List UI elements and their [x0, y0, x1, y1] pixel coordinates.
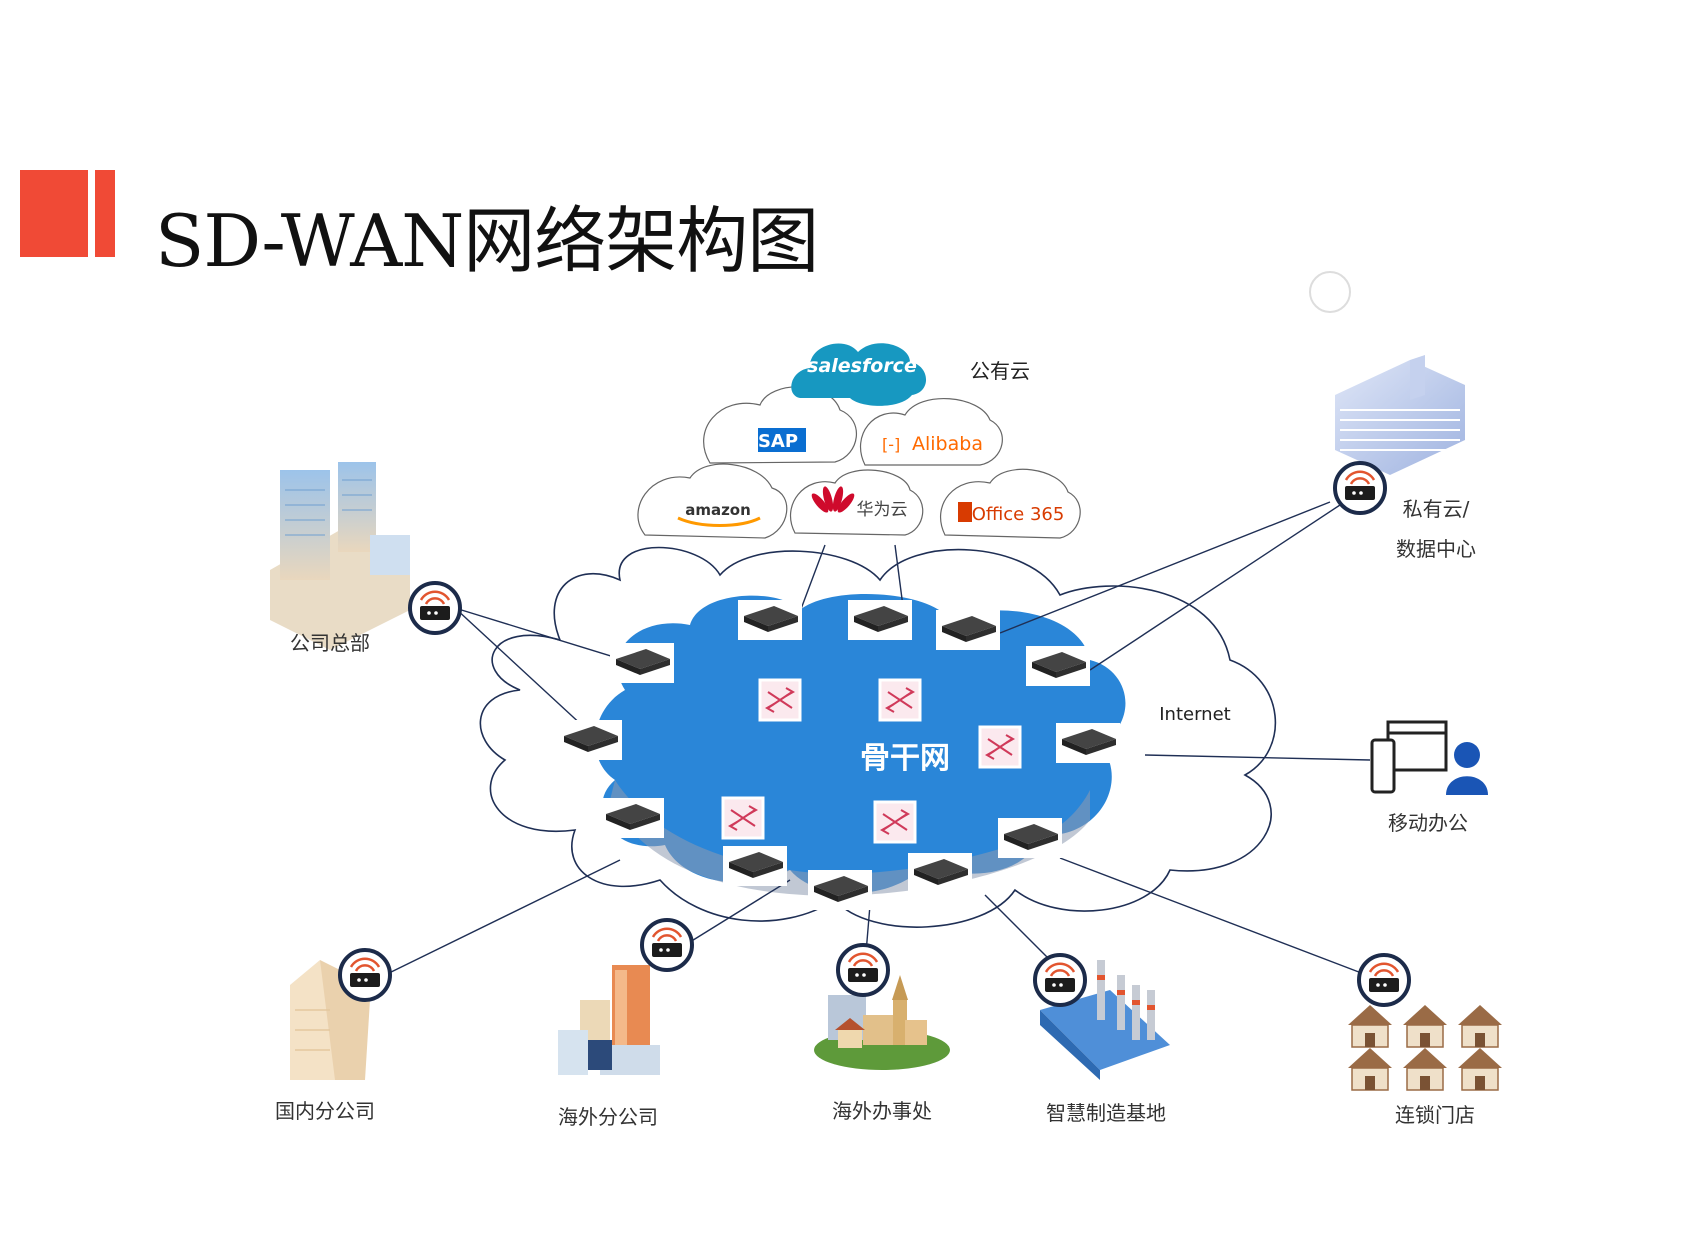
mobile-office-icon — [1370, 720, 1488, 795]
edge-router-icon — [808, 870, 872, 910]
factory-icon — [1040, 960, 1170, 1080]
headquarters-label: 公司总部 — [290, 631, 370, 655]
public-cloud-label: 公有云 — [970, 359, 1030, 383]
cpe-devices — [338, 461, 1411, 1007]
cpe-router-icon — [1033, 953, 1087, 1007]
edge-router-icon — [738, 600, 802, 640]
cpe-router-icon — [408, 581, 462, 635]
edge-router-icon — [610, 643, 674, 683]
edge-router-icon — [600, 798, 664, 838]
switch-icon — [978, 725, 1022, 769]
edge-router-icon — [1056, 723, 1120, 763]
domestic-branch-label: 国内分公司 — [275, 1099, 375, 1123]
edge-router-icon — [558, 720, 622, 760]
line-domestic — [384, 859, 621, 976]
public-cloud-group: salesforce SAP [-] Alibaba amazon 华为云 Of… — [637, 343, 1081, 539]
public-cloud-bubble-3 — [637, 463, 788, 539]
switch-icon — [758, 678, 802, 722]
office365-text: Office 365 — [972, 504, 1065, 525]
line-dc-router1 — [999, 501, 1331, 634]
overseas-branch-building-icon — [558, 965, 660, 1075]
mobile-office-label: 移动办公 — [1388, 811, 1468, 835]
smart-manufacturing-label: 智慧制造基地 — [1046, 1101, 1166, 1125]
edge-router-icon — [908, 853, 972, 893]
line-dc-router2 — [1089, 504, 1341, 671]
title-accent-block — [20, 170, 88, 257]
backbone-switches — [721, 678, 1022, 844]
cpe-router-icon — [1357, 953, 1411, 1007]
house-icon — [1348, 1005, 1392, 1048]
aws-smile-icon — [677, 516, 761, 527]
salesforce-text: salesforce — [807, 355, 917, 377]
alibaba-text: Alibaba — [912, 433, 983, 455]
house-icon — [1458, 1048, 1502, 1091]
house-icon — [1348, 1048, 1392, 1091]
user-icon — [1454, 742, 1480, 768]
huawei-icon — [811, 486, 855, 513]
line-hq-router — [454, 607, 641, 666]
headquarters-building-icon — [270, 462, 410, 650]
line-stores — [1059, 857, 1386, 983]
cpe-router-icon — [640, 918, 694, 972]
public-cloud-bubble-5 — [940, 468, 1081, 539]
sap-badge — [758, 428, 806, 452]
slide-title: SD-WAN网络架构图 — [155, 199, 819, 283]
switch-icon — [878, 678, 922, 722]
datacenter-icon — [1335, 355, 1465, 475]
private-cloud-label-line2: 数据中心 — [1396, 537, 1476, 561]
line-hq-router2 — [454, 607, 599, 741]
line-mobile-router — [1144, 754, 1371, 761]
cpe-router-icon — [1333, 461, 1387, 515]
switch-icon — [721, 796, 765, 840]
backbone-routers — [558, 600, 1120, 910]
house-icon — [1403, 1048, 1447, 1091]
chain-stores-label: 连锁门店 — [1395, 1103, 1475, 1127]
title-accent-stripe — [95, 170, 115, 257]
internet-label: Internet — [1159, 704, 1230, 725]
edge-router-icon — [936, 610, 1000, 650]
office365-icon — [958, 502, 972, 522]
overseas-office-icon — [814, 975, 950, 1070]
salesforce-cloud — [791, 343, 927, 406]
slide-marker-circle — [1309, 271, 1351, 313]
house-icon — [1403, 1005, 1447, 1048]
backbone-label: 骨干网 — [860, 741, 950, 776]
sap-text: SAP — [758, 431, 798, 452]
alibaba-bracket: [-] — [882, 435, 900, 454]
cpe-router-icon — [338, 948, 392, 1002]
edge-router-icon — [998, 818, 1062, 858]
edge-router-icon — [848, 600, 912, 640]
edge-router-icon — [723, 846, 787, 886]
line-overseas-branch — [689, 879, 791, 943]
huawei-text: 华为云 — [857, 500, 908, 520]
edge-router-icon — [1026, 646, 1090, 686]
cpe-router-icon — [836, 943, 890, 997]
house-icon — [1458, 1005, 1502, 1048]
public-cloud-bubble-2 — [859, 397, 1003, 466]
aws-text: amazon — [685, 501, 751, 519]
chain-stores-icon — [1348, 1005, 1502, 1091]
overseas-branch-label: 海外分公司 — [558, 1105, 658, 1129]
private-cloud-label-line1: 私有云/ — [1403, 497, 1470, 521]
overseas-office-label: 海外办事处 — [832, 1099, 932, 1123]
public-cloud-bubble-4 — [789, 469, 924, 536]
switch-icon — [873, 800, 917, 844]
